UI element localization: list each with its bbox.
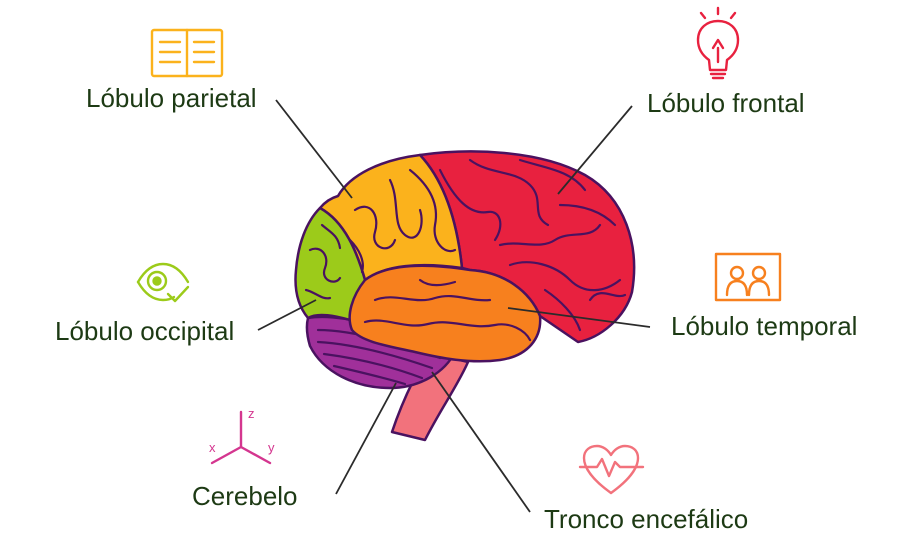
light-bulb-icon: [696, 6, 740, 80]
axis-label-y: y: [268, 440, 275, 455]
label-lobulo-occipital: Lóbulo occipital: [55, 316, 234, 346]
axis-label-z: z: [248, 406, 255, 421]
leader-line-parietal: [275, 99, 353, 199]
people-frame-icon: [714, 252, 782, 302]
leader-line-temporal: [507, 307, 651, 328]
leader-lines: [257, 99, 651, 513]
leader-line-tronco: [431, 371, 531, 513]
open-book-icon: [150, 28, 224, 78]
label-lobulo-temporal: Lóbulo temporal: [671, 311, 857, 341]
region-lobulo-temporal: [348, 264, 542, 363]
leader-line-frontal: [557, 105, 633, 195]
eye-check-icon: [136, 262, 190, 303]
brain-folds: [304, 158, 627, 342]
brain: [294, 150, 636, 442]
leader-line-cerebelo: [335, 382, 397, 495]
axis-label-x: x: [209, 440, 216, 455]
label-tronco-encefalico: Tronco encefálico: [544, 504, 748, 534]
leader-line-occipital: [257, 299, 317, 331]
label-lobulo-parietal: Lóbulo parietal: [86, 83, 257, 113]
labels: Lóbulo parietal Lóbulo frontal Lóbulo oc…: [55, 83, 857, 534]
label-lobulo-frontal: Lóbulo frontal: [647, 88, 805, 118]
heart-pulse-icon: [578, 444, 645, 495]
xyz-axes-icon: z x y: [209, 406, 275, 465]
label-cerebelo: Cerebelo: [192, 481, 298, 511]
